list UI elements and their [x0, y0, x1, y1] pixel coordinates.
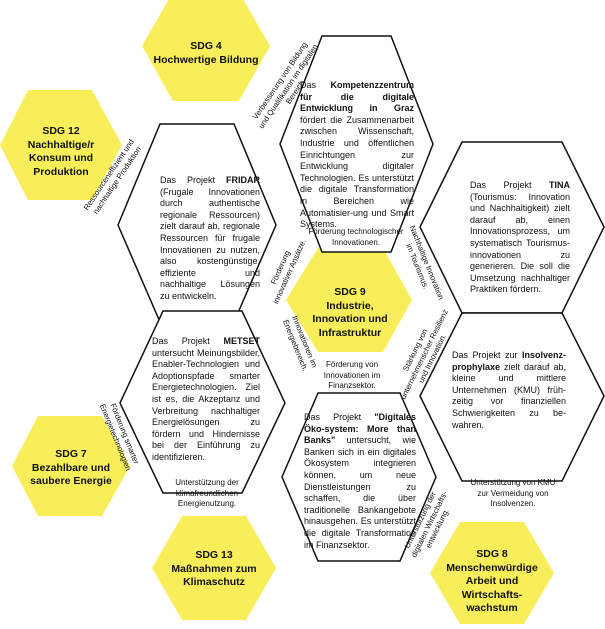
tina-text: Das Projekt TINA (Tourismus: Innovation …	[470, 180, 570, 296]
metset-name: METSET	[223, 336, 260, 346]
tina-name: TINA	[549, 180, 570, 190]
kompetenz-name: Kompetenzzentrum für die digitale Entwic…	[300, 80, 414, 114]
oekosystem-name: "Digitales Öko-system: More than Banks"	[304, 412, 416, 446]
fridar-name: FRIDAR	[226, 175, 260, 185]
kompetenz-pre: Das	[300, 80, 331, 90]
sdg12-hexagon	[0, 90, 122, 200]
fridar-pre: Das Projekt	[160, 175, 226, 185]
sdg7-title: SDG 7	[55, 448, 87, 460]
kompetenz-text: Das Kompetenzzentrum für die digitale En…	[300, 80, 414, 231]
sdg8-title: SDG 8	[476, 548, 508, 560]
sdg8-hexagon	[430, 522, 554, 624]
tina-post: (Tourismus: Innovation und Nachhaltigkei…	[470, 191, 570, 295]
sdg13-hexagon	[152, 516, 276, 620]
sdg4-label: SDG 4 Hochwertige Bildung	[150, 40, 262, 67]
kompetenz-hexagon	[279, 35, 434, 253]
sdg4-subtitle: Hochwertige Bildung	[153, 53, 259, 66]
sdg12-label: SDG 12 Nachhaltige/r Konsum und Produkti…	[10, 125, 112, 179]
oekosystem-post: untersucht, wie Banken sich in ein digit…	[304, 435, 416, 550]
oekosystem-text: Das Projekt "Digitales Öko-system: More …	[304, 412, 416, 551]
caption-technologisch: Förderung technologischer Innovationen.	[308, 227, 404, 247]
sdg9-hexagon	[286, 248, 412, 352]
sdg7-subtitle: Bezahlbare und saubere Energie	[30, 461, 112, 488]
fridar-post: (Frugale Innovationen durch authentische…	[160, 186, 260, 301]
oekosystem-hexagon	[281, 392, 437, 562]
sdg13-title: SDG 13	[195, 549, 233, 561]
sdg8-label: SDG 8 Menschenwürdige Arbeit und Wirtsch…	[440, 548, 544, 616]
caption-kmu: Unterstützung von KMU zur Vermeidung von…	[470, 478, 556, 508]
sdg8-subtitle: Menschenwürdige Arbeit und Wirtschafts-w…	[446, 561, 538, 615]
metset-text: Das Projekt METSET untersucht Meinungsbi…	[152, 336, 260, 464]
sdg12-title: SDG 12	[42, 125, 80, 137]
sdg4-hexagon	[142, 0, 270, 101]
sdg4-title: SDG 4	[190, 40, 222, 52]
insolvenz-pre: Das Projekt zur	[452, 350, 522, 360]
sdg13-label: SDG 13 Maßnahmen zum Klimaschutz	[170, 549, 258, 590]
metset-post: untersucht Meinungsbilder, Enabler-Techn…	[152, 347, 260, 462]
caption-finanzsektor: Förderung von Innovationen im Finanzsekt…	[323, 360, 381, 390]
kompetenz-post: fördert die Zusammenarbeit zwischen Wiss…	[300, 114, 414, 230]
insolvenz-name: Insolvenz-prophylaxe	[452, 350, 566, 372]
sdg7-label: SDG 7 Bezahlbare und saubere Energie	[26, 448, 116, 489]
tina-pre: Das Projekt	[470, 180, 549, 190]
metset-pre: Das Projekt	[152, 336, 224, 346]
sdg7-hexagon	[12, 416, 130, 516]
metset-hexagon	[119, 310, 286, 494]
insolvenz-post: zielt darauf ab, kleine und mittlere Unt…	[452, 361, 566, 430]
fridar-text: Das Projekt FRIDAR (Frugale Innovationen…	[160, 175, 260, 303]
insolvenz-hexagon	[419, 312, 605, 482]
sdg9-subtitle: Industrie, Innovation und Infrastruktur	[312, 299, 388, 339]
insolvenz-text: Das Projekt zur Insolvenz-prophylaxe zie…	[452, 350, 566, 431]
oekosystem-pre: Das Projekt	[304, 412, 375, 422]
sdg9-label: SDG 9 Industrie, Innovation und Infrastr…	[300, 286, 400, 340]
caption-klimafreundlich: Unterstützung der klimafreundlichen Ener…	[175, 478, 239, 508]
sdg9-title: SDG 9	[334, 286, 366, 298]
sdg13-subtitle: Maßnahmen zum Klimaschutz	[171, 562, 257, 589]
sdg12-subtitle: Nachhaltige/r Konsum und Produktion	[27, 138, 95, 178]
